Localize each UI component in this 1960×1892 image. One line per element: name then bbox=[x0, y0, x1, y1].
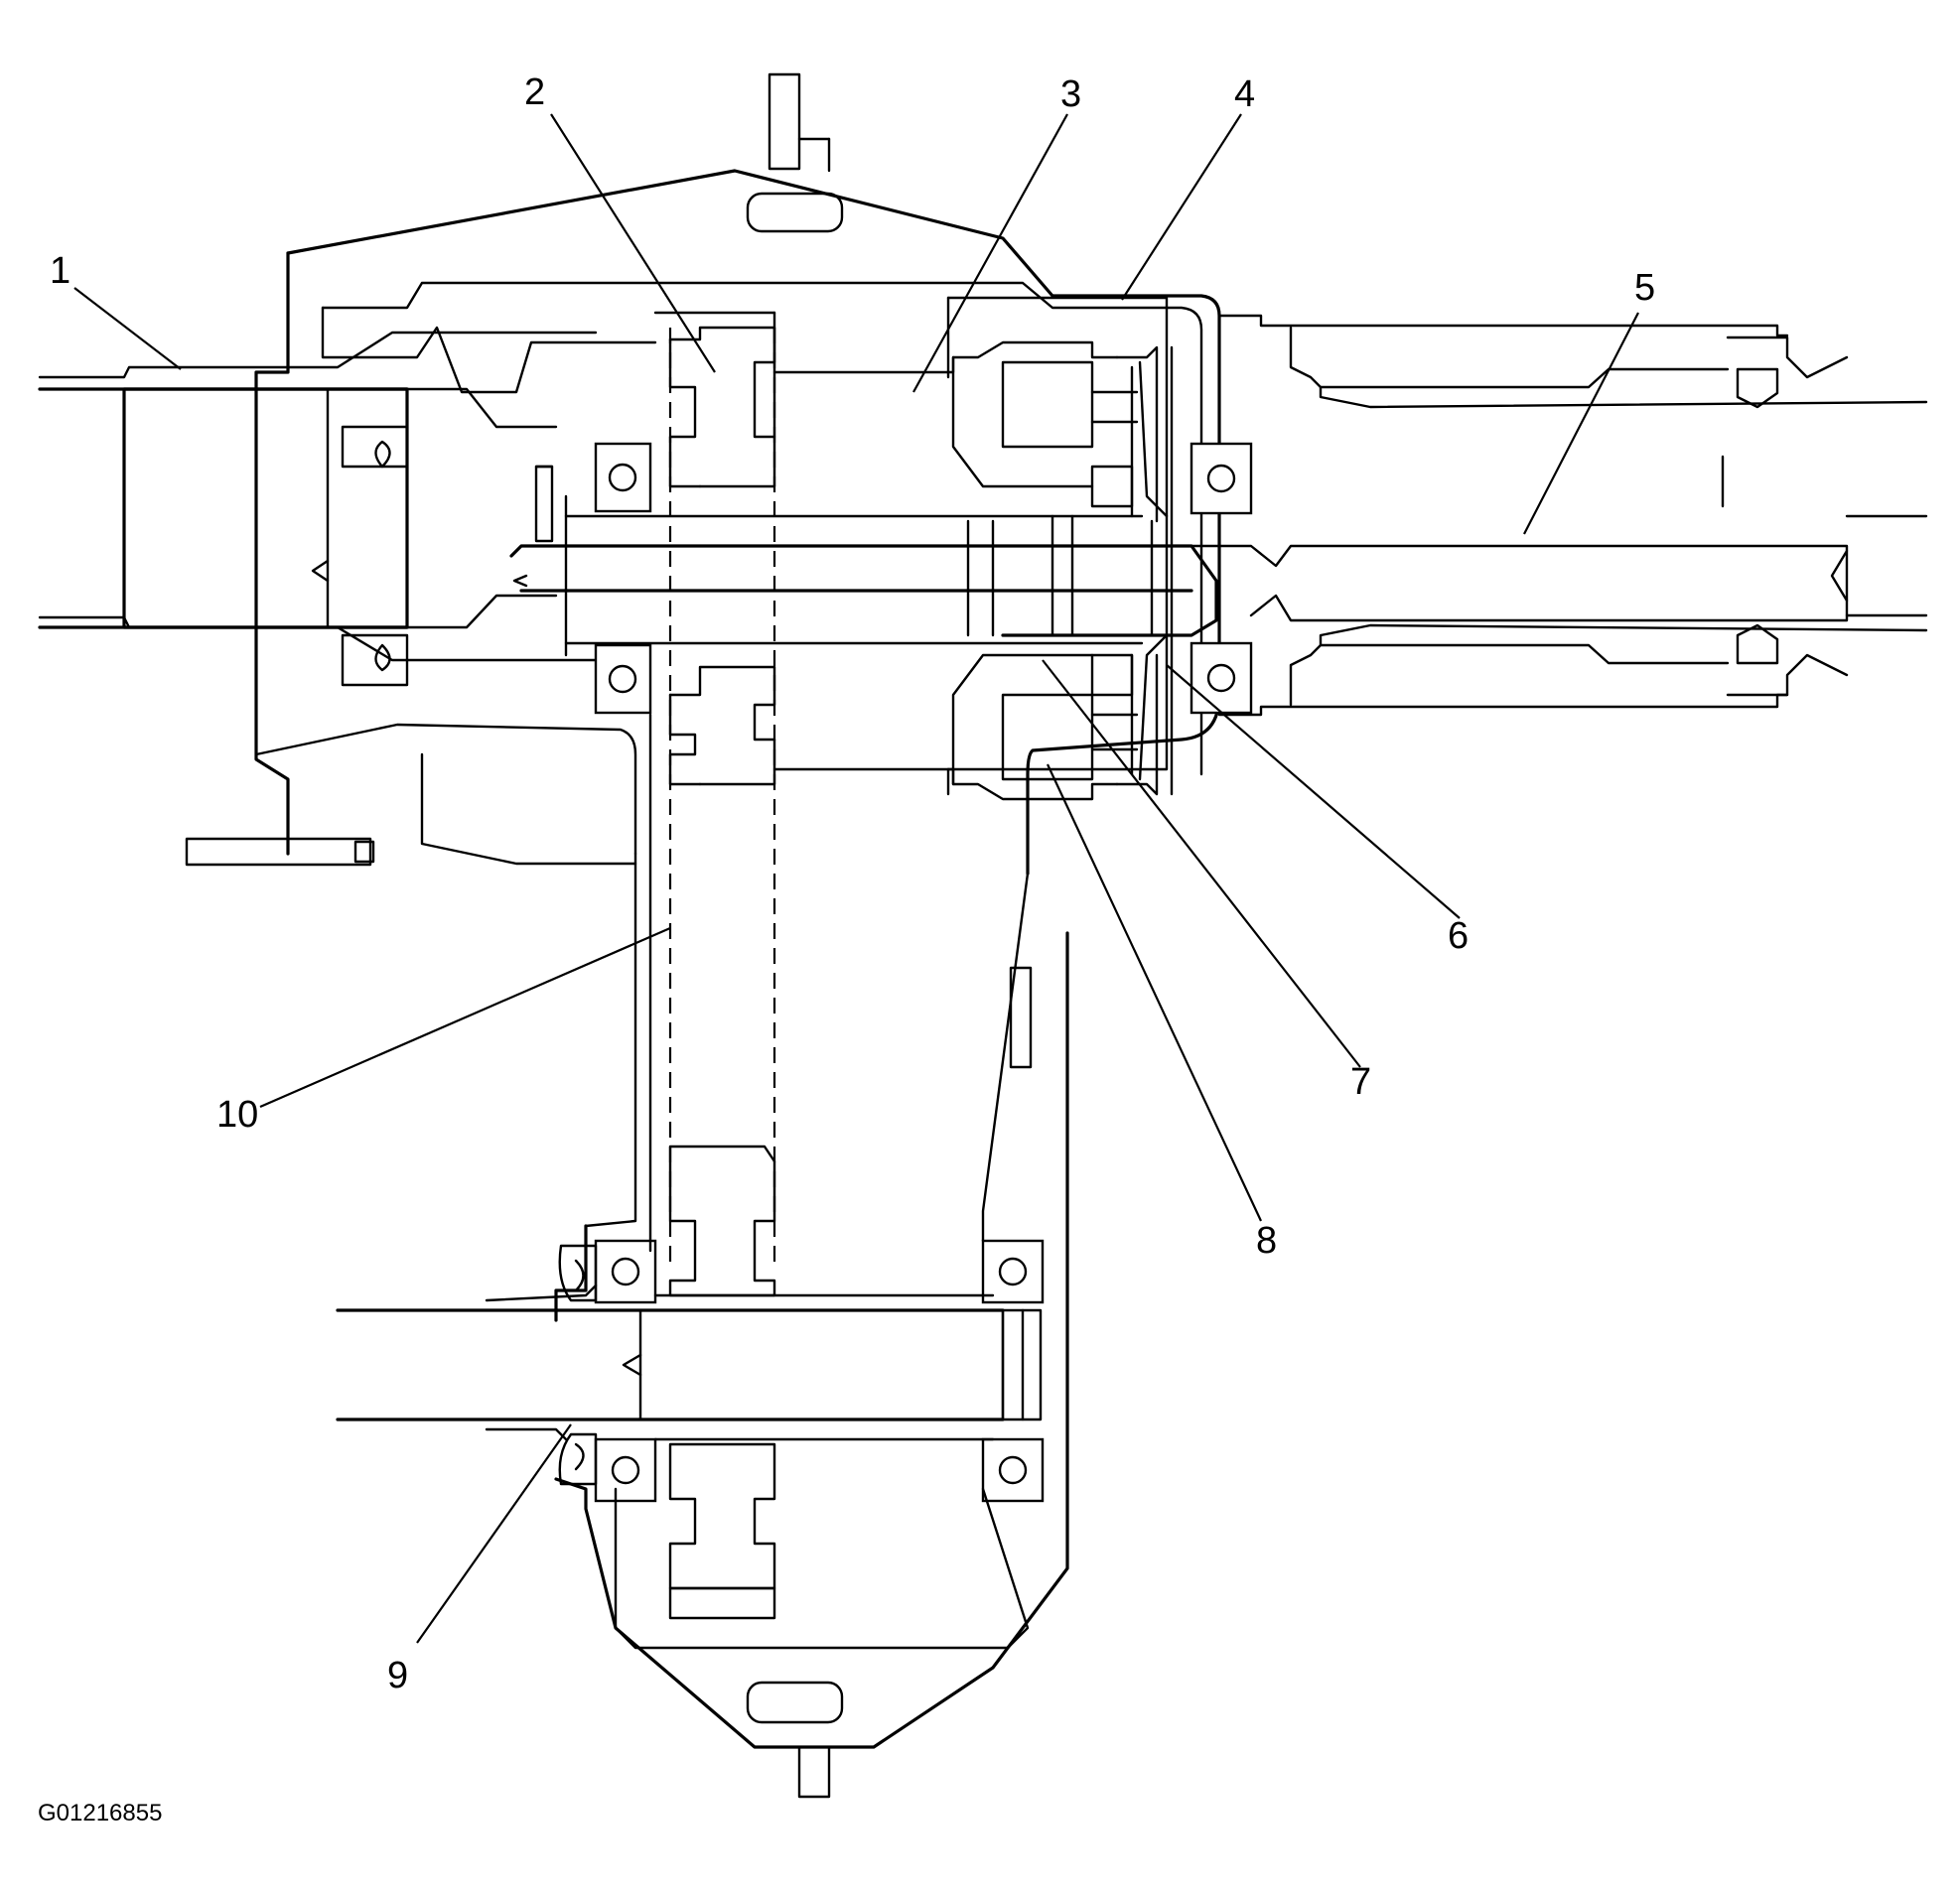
callout-labels: 1 2 3 4 5 6 7 8 9 10 bbox=[50, 71, 1655, 1696]
upper-case-housing bbox=[185, 72, 1221, 876]
figure-id: G01216855 bbox=[38, 1800, 162, 1826]
callout-4: 4 bbox=[1234, 73, 1255, 115]
drive-chain bbox=[648, 328, 776, 1271]
callout-6: 6 bbox=[1448, 915, 1469, 957]
callout-8: 8 bbox=[1256, 1220, 1277, 1262]
shaft-assembly bbox=[38, 331, 1928, 662]
callout-10: 10 bbox=[216, 1094, 258, 1136]
rear-extension-housing bbox=[1217, 314, 1928, 717]
leader-lines bbox=[73, 113, 1639, 1644]
drive-sprocket bbox=[653, 311, 776, 786]
callout-7: 7 bbox=[1350, 1061, 1371, 1103]
planetary-assembly bbox=[772, 296, 1174, 801]
callout-3: 3 bbox=[1060, 73, 1081, 115]
callout-5: 5 bbox=[1634, 267, 1655, 309]
callout-9: 9 bbox=[387, 1655, 408, 1696]
lower-case-housing bbox=[336, 852, 1069, 1799]
callout-2: 2 bbox=[524, 71, 545, 113]
callout-1: 1 bbox=[50, 250, 70, 292]
input-seal bbox=[341, 425, 409, 687]
bearings bbox=[594, 442, 1253, 1503]
